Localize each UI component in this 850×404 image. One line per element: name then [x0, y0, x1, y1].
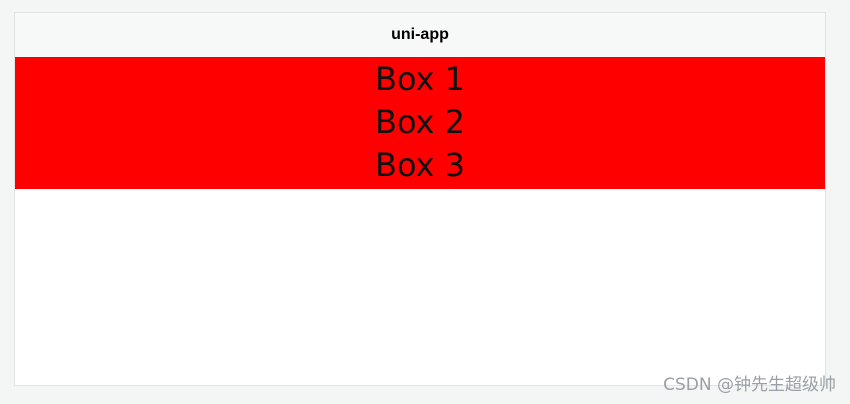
navigation-bar: uni-app — [15, 13, 825, 57]
page-title: uni-app — [391, 26, 449, 43]
box-item-3: Box 3 — [374, 146, 465, 184]
box-container: Box 1 Box 2 Box 3 — [15, 57, 825, 189]
page-content: Box 1 Box 2 Box 3 — [15, 57, 825, 385]
watermark: CSDN @钟先生超级帅 — [663, 375, 836, 395]
app-window: uni-app Box 1 Box 2 Box 3 — [14, 12, 826, 386]
box-item-1: Box 1 — [374, 60, 465, 98]
box-item-2: Box 2 — [374, 103, 465, 141]
